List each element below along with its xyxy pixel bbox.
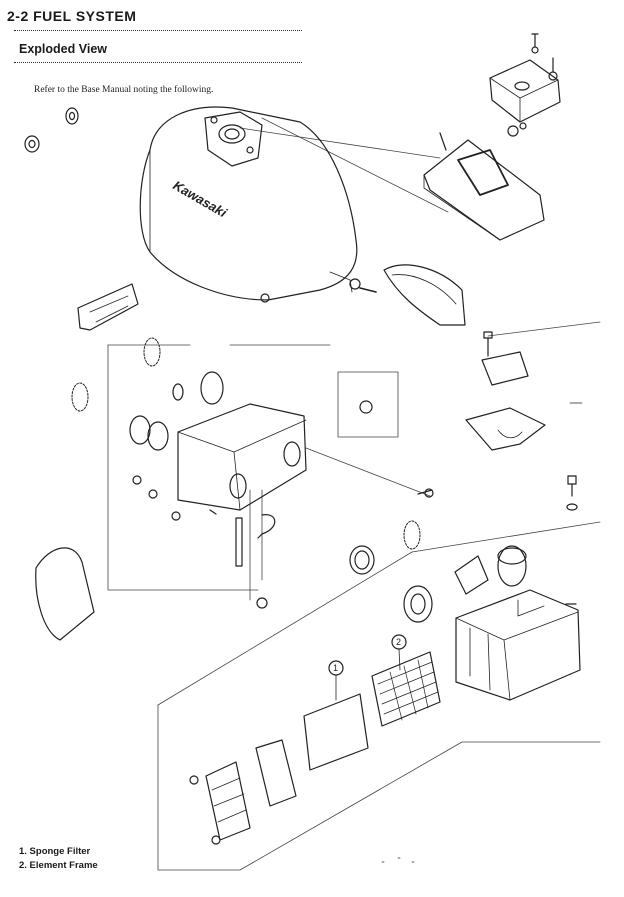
callout-2: 2 xyxy=(396,637,401,647)
legend-item: 1. Sponge Filter xyxy=(19,846,91,857)
air-cleaner-housing xyxy=(129,371,434,609)
air-cleaner-cover xyxy=(189,739,297,845)
hose-clamps xyxy=(71,337,421,550)
fuel-tank xyxy=(139,106,377,303)
assembly-lines xyxy=(107,117,601,871)
legend-item: 2. Element Frame xyxy=(19,860,98,871)
air-cleaner-box xyxy=(403,545,581,701)
grommet-parts xyxy=(24,107,79,153)
element-frame xyxy=(371,634,441,727)
sponge-filter xyxy=(303,660,369,771)
reference-note: Refer to the Base Manual noting the foll… xyxy=(34,85,214,95)
fuel-cap-parts xyxy=(439,33,561,151)
subtitle-rule xyxy=(14,62,302,63)
title-rule xyxy=(14,30,302,31)
side-cover-panel xyxy=(383,264,466,326)
clamp-ring xyxy=(349,545,375,575)
callout-1: 1 xyxy=(333,663,338,673)
legend: 1. Sponge Filter 2. Element Frame xyxy=(19,845,98,873)
tank-cover xyxy=(423,139,545,241)
left-side-cover xyxy=(35,547,95,641)
section-title: 2-2 FUEL SYSTEM xyxy=(7,8,137,24)
mounting-brackets xyxy=(465,331,578,511)
tank-brand-label: Kawasaki xyxy=(171,178,230,221)
subsection-title: Exploded View xyxy=(19,42,107,56)
bracket-part xyxy=(77,283,139,331)
